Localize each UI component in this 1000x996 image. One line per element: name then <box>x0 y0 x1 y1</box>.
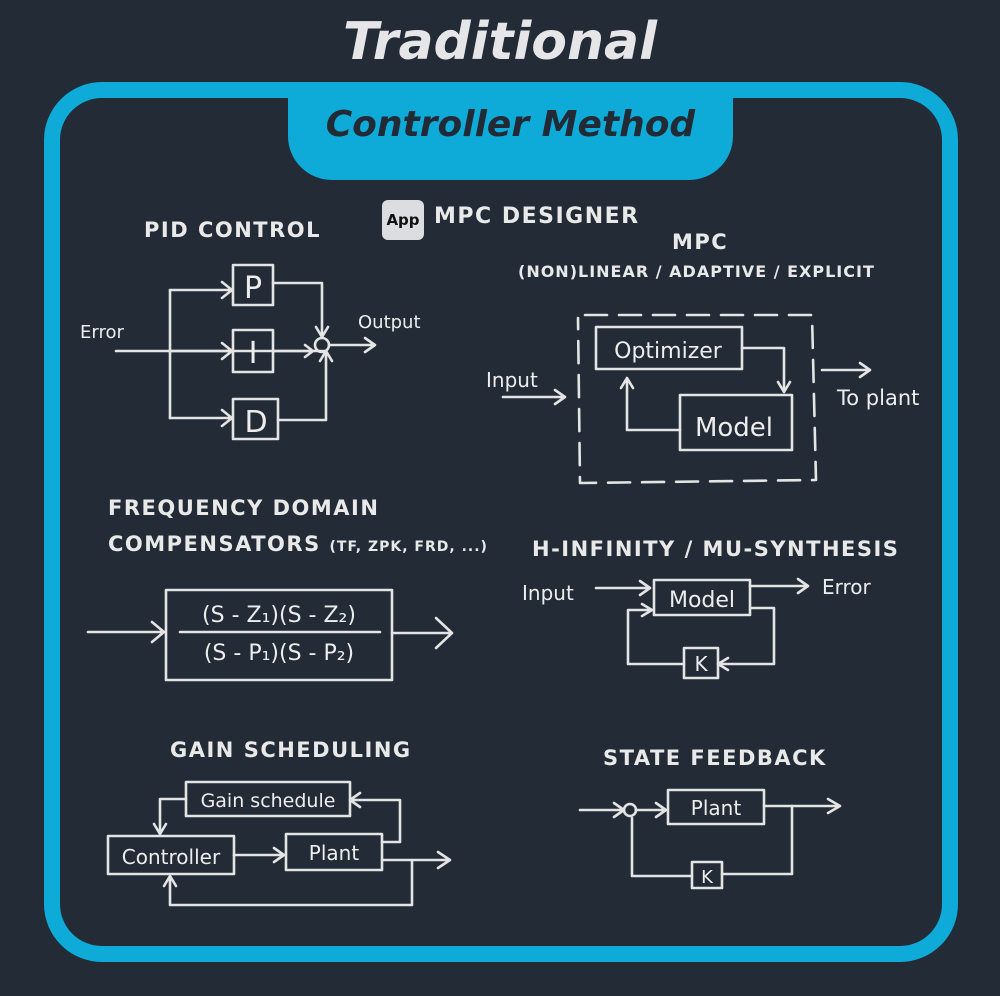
pid-block-p <box>231 263 275 307</box>
svg-text:Controller: Controller <box>122 845 221 869</box>
svg-text:(S - Z₁)(S - Z₂): (S - Z₁)(S - Z₂) <box>202 603 356 628</box>
mpc-diagram: Optimizer Model Input To plant <box>486 313 919 485</box>
svg-text:To plant: To plant <box>836 386 919 410</box>
pid-title: PID CONTROL <box>144 218 322 242</box>
svg-text:I: I <box>249 336 258 371</box>
gain-diagram: Gain schedule Controller Plant <box>106 780 452 907</box>
section-tab-label: Controller Method <box>325 104 696 145</box>
svg-text:Error: Error <box>80 322 124 343</box>
gain-title: GAIN SCHEDULING <box>170 738 412 762</box>
hinf-title: H-INFINITY / MU-SYNTHESIS <box>532 537 900 561</box>
svg-text:Output: Output <box>358 312 421 333</box>
pid-diagram: P I D Error Output <box>80 263 421 441</box>
svg-text:Model: Model <box>669 588 735 613</box>
svg-text:K: K <box>701 867 714 888</box>
svg-text:P: P <box>244 271 262 306</box>
svg-text:Error: Error <box>822 575 872 599</box>
mpc-subtitle: (NON)LINEAR / ADAPTIVE / EXPLICIT <box>518 262 875 281</box>
section-tab: Controller Method <box>288 82 733 180</box>
state-feedback-diagram: Plant K <box>578 788 842 890</box>
mpc-title: MPC <box>672 230 729 254</box>
gain-block-plant <box>284 832 384 872</box>
svg-text:Plant: Plant <box>309 841 360 865</box>
freq-diagram: (S - Z₁)(S - Z₂) (S - P₁)(S - P₂) <box>86 588 454 682</box>
freq-transfer-block <box>164 588 394 682</box>
svg-text:Input: Input <box>522 581 574 605</box>
app-badge-icon[interactable]: App <box>382 200 424 240</box>
mpc-designer-link[interactable]: MPC DESIGNER <box>434 204 640 229</box>
svg-text:Optimizer: Optimizer <box>614 339 723 364</box>
svg-text:Input: Input <box>486 368 538 392</box>
state-title: STATE FEEDBACK <box>603 746 827 770</box>
page-title: Traditional <box>343 12 657 72</box>
freq-title-line2: COMPENSATORS (TF, ZPK, FRD, ...) <box>108 532 488 556</box>
mpc-block-model <box>678 393 794 452</box>
svg-text:K: K <box>694 652 708 676</box>
svg-text:(S - P₁)(S - P₂): (S - P₁)(S - P₂) <box>204 641 354 666</box>
freq-title-main: COMPENSATORS <box>108 532 321 556</box>
svg-text:Model: Model <box>695 413 773 443</box>
svg-text:Plant: Plant <box>691 796 742 820</box>
svg-text:D: D <box>244 405 267 440</box>
hinf-diagram: Input Model Error K <box>522 575 872 680</box>
hinf-block-model <box>652 578 752 617</box>
svg-text:Gain schedule: Gain schedule <box>201 790 336 812</box>
freq-title-suffix: (TF, ZPK, FRD, ...) <box>329 539 488 555</box>
freq-title-line1: FREQUENCY DOMAIN <box>108 496 380 520</box>
